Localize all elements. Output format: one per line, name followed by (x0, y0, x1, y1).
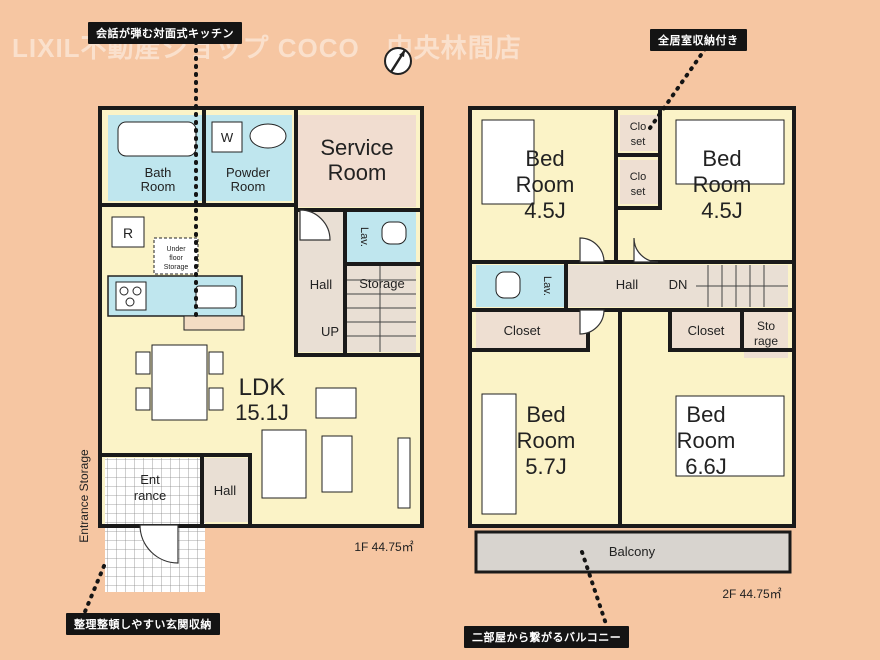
balcony-label: Balcony (609, 544, 656, 559)
bed-se-label-3: 6.6J (685, 454, 727, 479)
hall-1f-lower (203, 458, 248, 522)
toilet-2f-icon (495, 271, 521, 299)
bed-se-label-1: Bed (686, 402, 725, 427)
bed-sw-label-2: Room (517, 428, 576, 453)
callout-leaders (82, 40, 712, 626)
bed-nw-label-2: Room (516, 172, 575, 197)
callout-storage: 全居室収納付き (650, 29, 747, 51)
bed-nw-label-1: Bed (525, 146, 564, 171)
closet-top-1 (620, 115, 658, 151)
powder-room-label-1: Powder (226, 165, 271, 180)
hall-1f-upper-label: Hall (310, 277, 333, 292)
underfloor-label-2: floor (169, 255, 183, 262)
bed-nw-label-3: 4.5J (524, 198, 566, 223)
closet-se-label: Closet (688, 323, 725, 338)
floor-1-plan (98, 106, 424, 592)
balcony (474, 530, 792, 574)
fridge-icon (111, 216, 145, 248)
underfloor-label-3: Storage (164, 264, 189, 271)
coffee-table (321, 435, 353, 493)
callout-entrance: 整理整頓しやすい玄関収納 (66, 613, 220, 635)
ldk-size-label: 15.1J (235, 400, 289, 425)
washer-label: W (221, 130, 234, 145)
toilet-1f-icon (381, 221, 407, 245)
floor1-area-label: 1F 44.75㎡ (354, 540, 413, 554)
closet-sw-label: Closet (504, 323, 541, 338)
hall-1f-lower-label: Hall (214, 483, 237, 498)
bed-se-label-2: Room (677, 428, 736, 453)
floor-2-plan (468, 106, 796, 574)
bath-room-label-2: Room (141, 179, 176, 194)
storage-se-label-1: Sto (757, 319, 775, 333)
fridge-label: R (123, 225, 133, 241)
bed-sw-label-3: 5.7J (525, 454, 567, 479)
armchair (315, 387, 357, 419)
ldk-label: LDK (239, 374, 286, 401)
closet-top-1-label-1: Clo (630, 121, 647, 133)
callout-balcony: 二部屋から繋がるバルコニー (464, 626, 630, 648)
closet-top-2-label-1: Clo (630, 171, 647, 183)
entrance-label-2: rance (134, 488, 167, 503)
kitchen-bar (183, 315, 245, 331)
entrance-label-1: Ent (140, 472, 160, 487)
floor2-area-label: 2F 44.75㎡ (722, 587, 781, 601)
closet-sw (476, 312, 586, 348)
entrance-floor (105, 458, 200, 522)
service-room (298, 115, 416, 207)
stove-icon (115, 281, 147, 311)
stairs-up-label: UP (321, 324, 339, 339)
underfloor-label-1: Under (166, 246, 186, 253)
bed-se-furniture (675, 395, 785, 477)
closet-top-2-label-2: set (631, 186, 646, 198)
stairs-down-label: DN (669, 277, 688, 292)
closet-top-2 (620, 160, 658, 204)
bath-room-label-1: Bath (145, 165, 172, 180)
compass-icon (384, 47, 412, 75)
underfloor-storage-icon (153, 237, 199, 275)
bed-ne-label-3: 4.5J (701, 198, 743, 223)
storage-se-label-2: rage (754, 334, 778, 348)
bed-ne-label-1: Bed (702, 146, 741, 171)
powder-room-label-2: Room (231, 179, 266, 194)
service-room-label-1: Service (320, 135, 393, 160)
lavatory-2f-label: Lav. (541, 276, 553, 296)
bed-ne-furniture (675, 119, 785, 185)
washer-icon (211, 121, 243, 153)
bed-nw-furniture (481, 119, 535, 205)
closet-top-1-label-2: set (631, 136, 646, 148)
tv-stand (397, 437, 411, 509)
lavatory-1f-label: Lav. (358, 227, 370, 247)
callout-kitchen: 会話が弾む対面式キッチン (88, 22, 242, 44)
entrance-storage-label: Entrance Storage (77, 449, 91, 543)
sofa (261, 429, 307, 499)
bed-sw-label-1: Bed (526, 402, 565, 427)
closet-se (672, 312, 742, 348)
dining-table (151, 344, 208, 421)
bed-ne-label-2: Room (693, 172, 752, 197)
service-room-label-2: Room (328, 160, 387, 185)
bathtub-icon (117, 121, 197, 157)
storage-1f-label: Storage (359, 276, 405, 291)
sink-icon (195, 285, 237, 309)
washbasin-icon (249, 123, 287, 149)
bed-sw-furniture (481, 393, 517, 515)
hall-2f-label: Hall (616, 277, 639, 292)
